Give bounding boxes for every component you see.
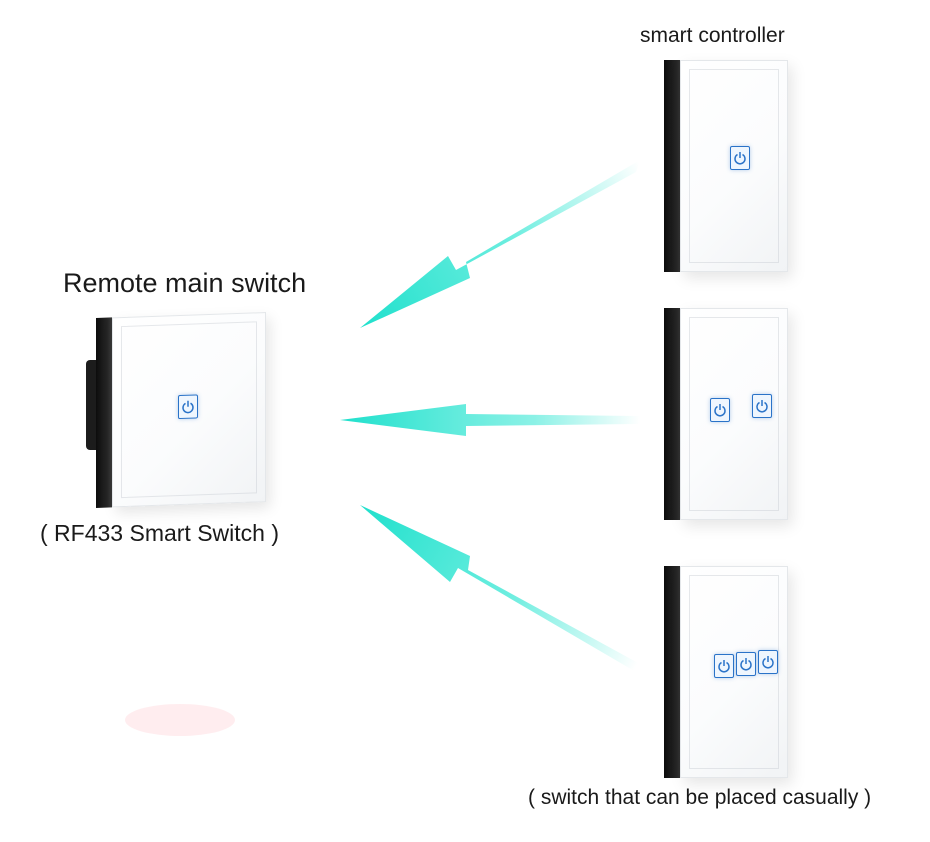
arrow-top xyxy=(360,160,640,328)
power-icon[interactable] xyxy=(714,654,734,678)
smart-controller-1gang xyxy=(664,60,788,272)
power-icon[interactable] xyxy=(710,398,730,422)
arrow-middle xyxy=(340,404,640,436)
arrow-bottom xyxy=(360,505,640,672)
power-icon[interactable] xyxy=(736,652,756,676)
panel-edge xyxy=(664,308,682,520)
smart-controller-3gang xyxy=(664,566,788,778)
rf433-caption: ( RF433 Smart Switch ) xyxy=(40,520,279,546)
remote-main-switch-panel xyxy=(96,312,266,508)
power-icon[interactable] xyxy=(178,394,198,420)
panel-edge xyxy=(96,317,112,508)
casual-switch-caption: ( switch that can be placed casually ) xyxy=(528,786,872,809)
panel-edge xyxy=(664,566,682,778)
panel-edge xyxy=(664,60,682,272)
power-icon[interactable] xyxy=(730,146,750,170)
power-icon[interactable] xyxy=(752,394,772,418)
smart-controller-2gang xyxy=(664,308,788,520)
power-icon[interactable] xyxy=(758,650,778,674)
remote-main-switch-label: Remote main switch xyxy=(63,268,307,298)
smart-controller-label: smart controller xyxy=(640,24,785,47)
